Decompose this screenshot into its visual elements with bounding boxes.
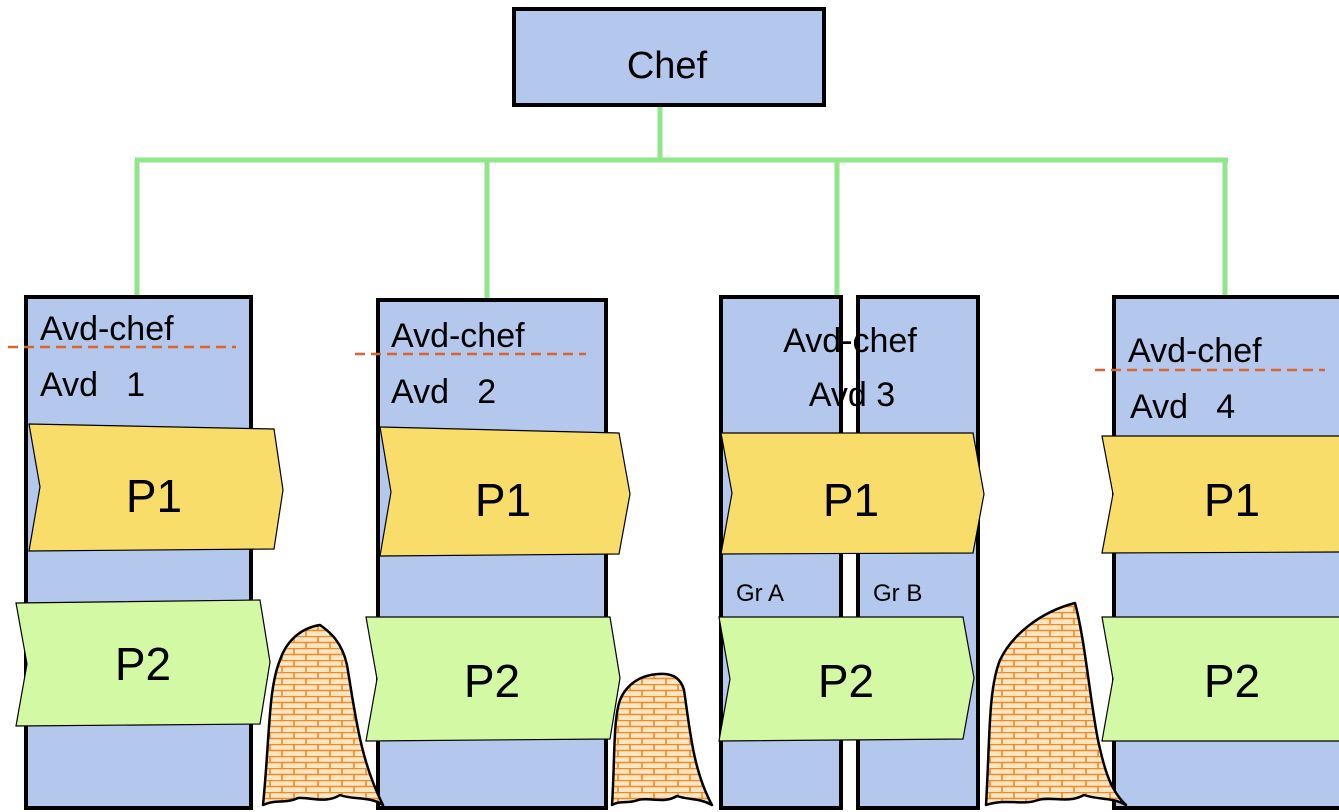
avd-1-head: Avd-chef	[40, 310, 174, 348]
p1-label: P1	[1204, 474, 1260, 526]
top-box: Chef	[512, 7, 826, 107]
avd-3-group-a-label: Gr A	[736, 580, 784, 607]
department-labels: Avd-chef Avd 1 Avd-chef Avd 2 Avd-chef A…	[40, 310, 1262, 607]
connector-lines	[134, 104, 1228, 301]
avd-1-name: Avd 1	[40, 366, 145, 404]
avd-2-name: Avd 2	[391, 373, 496, 411]
brick-wall-1	[261, 623, 385, 807]
avd-3-group-b-label: Gr B	[873, 580, 922, 607]
brick-wall-2	[610, 672, 714, 807]
avd-2-head: Avd-chef	[391, 317, 525, 355]
top-box-label: Chef	[627, 45, 708, 87]
avd-4-head: Avd-chef	[1128, 332, 1262, 370]
p2-label: P2	[818, 655, 874, 707]
p2-label: P2	[115, 638, 171, 690]
head-dividers	[8, 345, 1325, 372]
p2-label: P2	[1204, 655, 1260, 707]
p1-label: P1	[823, 474, 879, 526]
process-p1-arrows	[28, 423, 1339, 557]
brick-wall-3	[984, 601, 1128, 807]
avd-3-name: Avd 3	[809, 376, 895, 414]
p1-label: P1	[475, 474, 531, 526]
process-p1-labels: P1 P1 P1 P1	[126, 470, 1260, 526]
p2-label: P2	[464, 655, 520, 707]
p1-label: P1	[126, 470, 182, 522]
avd-3-head: Avd-chef	[783, 322, 917, 360]
avd-4-name: Avd 4	[1130, 388, 1235, 426]
brick-walls	[261, 601, 1128, 807]
process-p2-labels: P2 P2 P2 P2	[115, 638, 1260, 707]
process-p2-arrows	[15, 599, 1339, 742]
